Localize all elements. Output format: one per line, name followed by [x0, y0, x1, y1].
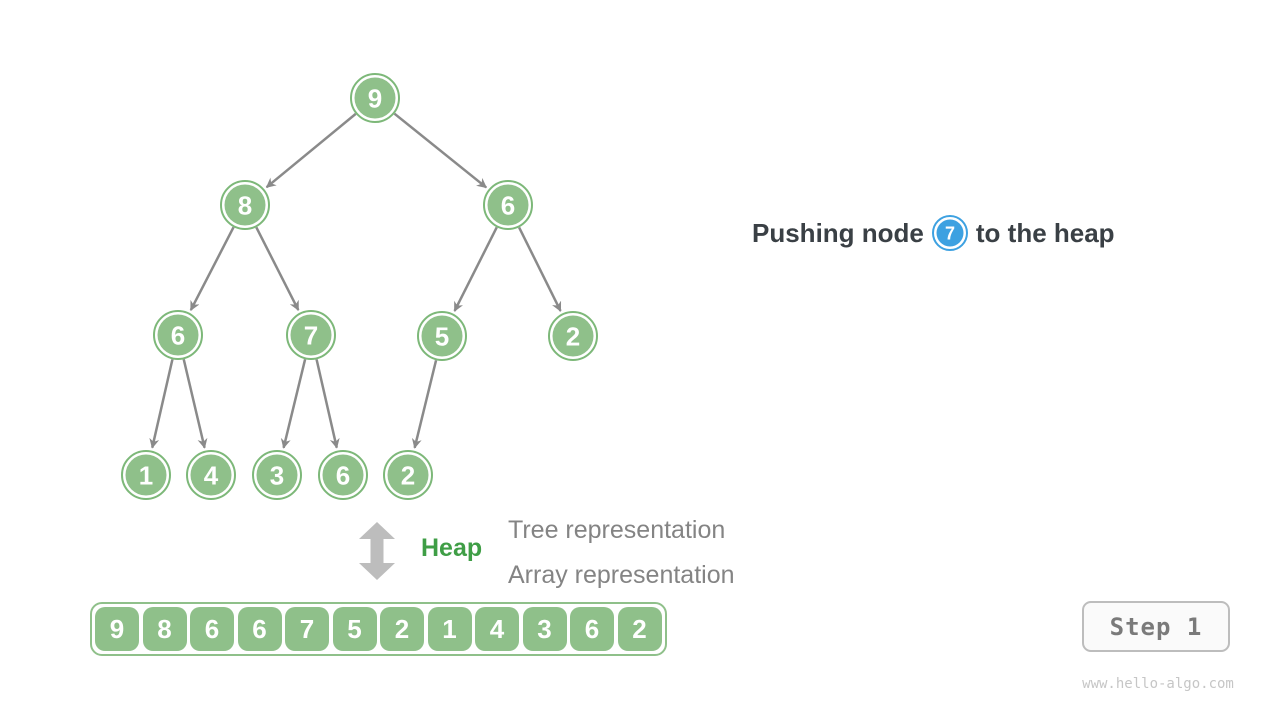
tree-node: 4 [186, 450, 236, 500]
array-cell: 3 [522, 607, 567, 651]
tree-node-value: 7 [304, 320, 318, 350]
tree-edges [149, 112, 562, 449]
array-representation-label: Array representation [508, 561, 735, 589]
tree-node-value: 6 [336, 460, 350, 490]
array-cell: 4 [475, 607, 519, 651]
figure-caption: Pushing node 7 to the heap [752, 214, 1115, 252]
array-cell: 2 [617, 607, 662, 651]
tree-node: 8 [220, 180, 270, 230]
array-cell: 9 [95, 607, 139, 651]
tree-node: 1 [121, 450, 171, 500]
tree-representation-label: Tree representation [508, 516, 726, 544]
tree-node: 2 [383, 450, 433, 500]
tree-nodes: 9 8 6 6 7 5 2 1 4 3 6 2 [121, 73, 598, 500]
step-badge: Step 1 [1082, 601, 1230, 652]
tree-edge [517, 226, 562, 312]
tree-node-value: 8 [238, 190, 252, 220]
tree-node-value: 9 [368, 83, 382, 113]
tree-edge [265, 112, 357, 189]
array-cell: 6 [190, 607, 234, 651]
tree-edge [315, 359, 340, 449]
heap-label: Heap [421, 534, 483, 562]
tree-node-value: 2 [566, 321, 580, 351]
pushed-node-value: 7 [945, 223, 955, 243]
caption-prefix: Pushing node [752, 217, 924, 248]
array-cell: 7 [285, 607, 329, 651]
tree-node: 9 [350, 73, 400, 123]
tree-edge [149, 359, 174, 449]
array-cell: 8 [142, 607, 187, 651]
tree-node-value: 5 [435, 321, 449, 351]
heap-tree-canvas: 9 8 6 6 7 5 2 1 4 3 6 2 [121, 73, 598, 580]
tree-node: 7 [286, 310, 336, 360]
caption-suffix: to the heap [975, 217, 1115, 248]
tree-node: 6 [153, 310, 203, 360]
tree-node-value: 4 [204, 460, 219, 490]
tree-node: 6 [483, 180, 533, 230]
tree-node-value: 2 [401, 460, 415, 490]
array-cell: 5 [332, 607, 377, 651]
watermark: www.hello-algo.com [1082, 676, 1234, 692]
tree-node-value: 3 [270, 460, 284, 490]
pushed-node-badge: 7 [931, 215, 968, 251]
array-cell: 6 [570, 607, 614, 651]
array-cell: 6 [237, 607, 282, 651]
tree-node-value: 1 [139, 460, 153, 490]
tree-node: 6 [318, 450, 368, 500]
tree-edge [453, 226, 498, 312]
up-down-arrow-icon [359, 522, 395, 580]
tree-node: 5 [417, 311, 467, 361]
tree-node-value: 6 [171, 320, 185, 350]
array-cell: 1 [427, 607, 472, 651]
representation-labels: Tree representation Array representation [508, 515, 735, 605]
tree-edge [255, 226, 300, 311]
tree-edge [182, 359, 208, 449]
tree-node: 2 [548, 311, 598, 361]
tree-edge [393, 112, 487, 189]
tree-edge [280, 358, 307, 449]
tree-edge [411, 359, 438, 449]
array-cell: 2 [380, 607, 424, 651]
tree-node-value: 6 [501, 190, 515, 220]
tree-edge [189, 226, 235, 311]
tree-node: 3 [252, 450, 302, 500]
